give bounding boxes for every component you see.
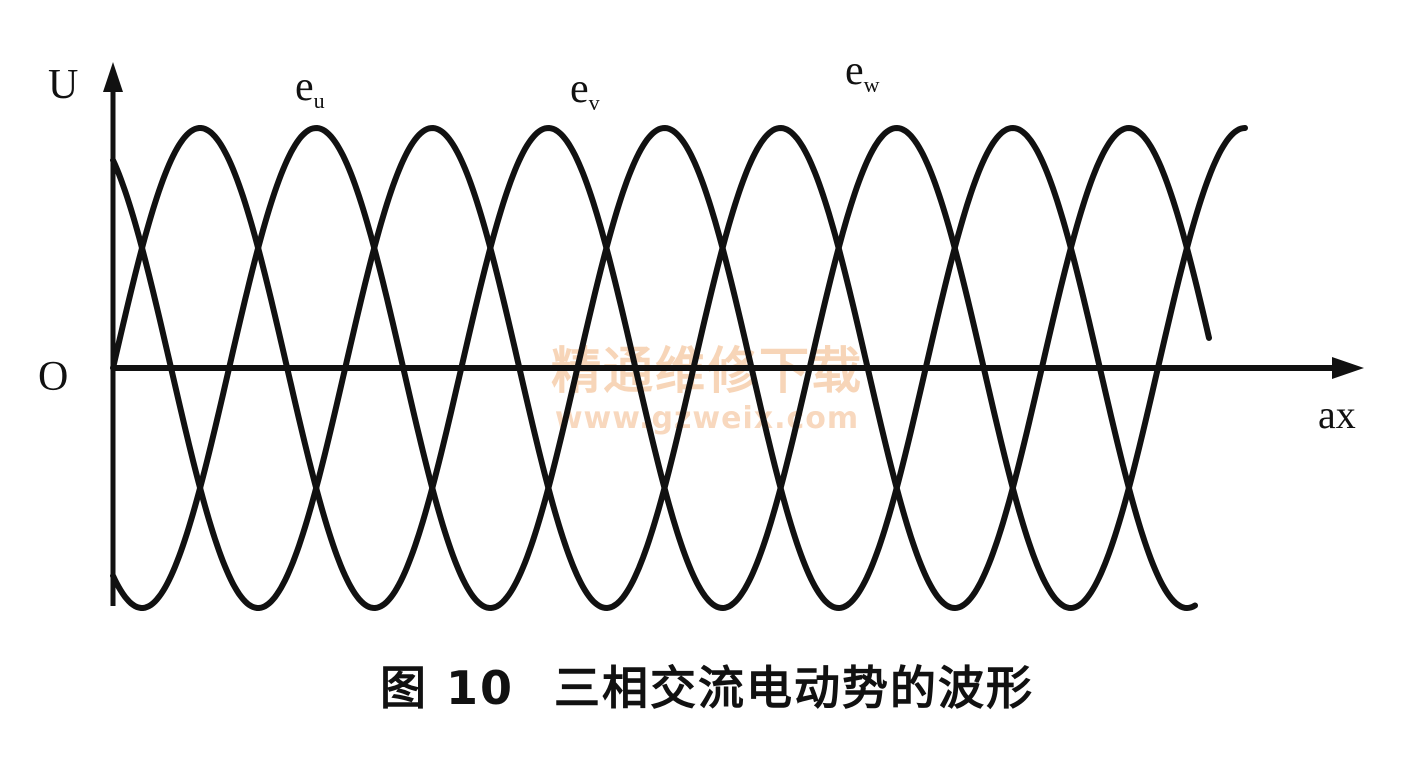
series-label-ew-base: e	[845, 48, 864, 94]
caption-number: 图 10	[379, 661, 515, 715]
y-axis-arrow	[103, 62, 123, 92]
caption-title: 三相交流电动势的波形	[554, 661, 1035, 715]
series-curve-ev	[110, 124, 1198, 612]
watermark-url: www.gzweix.com	[555, 401, 859, 436]
x-axis-label: ax	[1318, 392, 1356, 437]
series-label-eu: eu	[295, 64, 325, 113]
series-label-eu-base: e	[295, 64, 314, 110]
series-label-eu-sub: u	[314, 88, 325, 113]
series-label-ev: ev	[570, 66, 600, 115]
series-label-ev-sub: v	[589, 90, 600, 115]
x-axis-arrow	[1332, 357, 1364, 379]
series-label-ev-base: e	[570, 66, 589, 112]
series-label-ew: ew	[845, 48, 880, 97]
figure-caption: 图 10 三相交流电动势的波形	[0, 652, 1414, 718]
y-axis-label: U	[48, 62, 78, 108]
origin-label: O	[38, 354, 68, 400]
series-curve-ew	[110, 124, 1212, 612]
series-layer	[110, 124, 1248, 612]
series-label-ew-sub: w	[864, 72, 880, 97]
series-curve-eu	[110, 124, 1248, 612]
